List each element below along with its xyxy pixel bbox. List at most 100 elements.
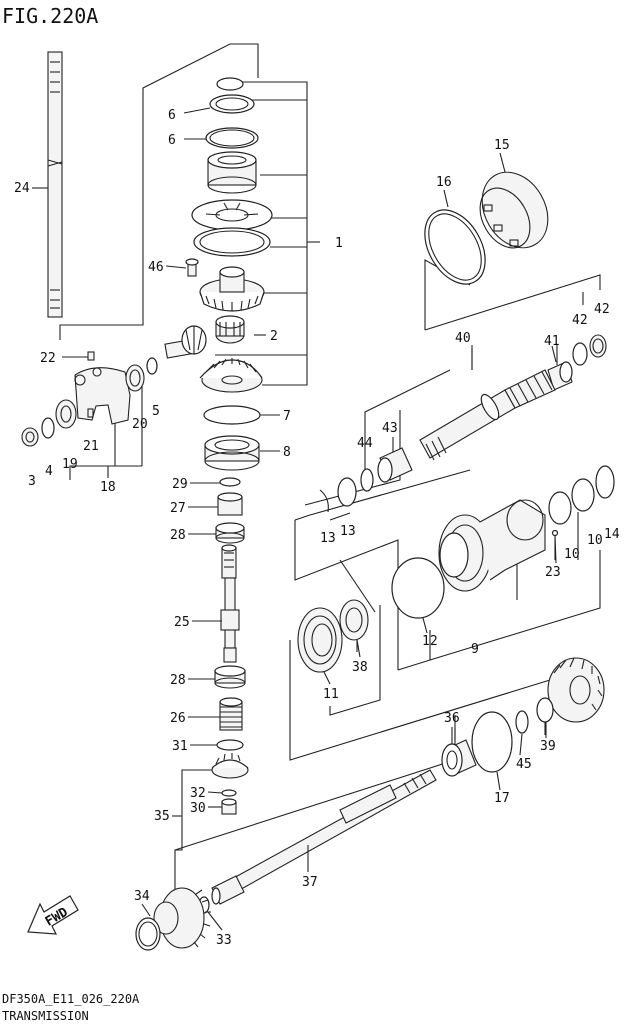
part-bearing-upper (207, 151, 257, 194)
part-14-ring (595, 465, 615, 499)
callout-42a: 42 (572, 313, 588, 328)
part-27-nut (217, 492, 243, 516)
callout-35: 35 (154, 809, 170, 824)
part-19-bearing (55, 399, 77, 429)
part-43-bushing (377, 447, 413, 483)
part-28-bearing-lower (214, 665, 246, 689)
fwd-arrow-icon: FWD (27, 895, 79, 935)
part-40-shaft (419, 369, 556, 461)
part-41-bearing (547, 361, 573, 391)
part-10-ring-b (571, 478, 595, 512)
part-5-washer (146, 357, 158, 375)
part-25-shaft (220, 544, 240, 663)
callout-11: 11 (323, 687, 339, 702)
callout-42b: 42 (594, 302, 610, 317)
part-21-pin (87, 408, 94, 418)
leader-lines (59, 43, 601, 905)
part-24-drive-shaft (47, 51, 63, 318)
callout-41: 41 (544, 334, 560, 349)
callout-20: 20 (132, 417, 148, 432)
callout-10a: 10 (564, 547, 580, 562)
part-32-ring (221, 789, 237, 797)
part-45-ring (515, 710, 529, 734)
footer-code: DF350A_E11_026_220A (2, 992, 140, 1006)
callout-9: 9 (471, 642, 479, 657)
callout-32: 32 (190, 786, 206, 801)
figure-title: FIG.220A (2, 4, 98, 28)
part-7-ring (203, 405, 261, 425)
callout-37: 37 (302, 875, 318, 890)
part-13-clip (319, 489, 329, 513)
part-13-ring-a (337, 477, 357, 507)
callout-26: 26 (170, 711, 186, 726)
callout-6a: 6 (168, 108, 176, 123)
part-38-seal (339, 599, 369, 641)
callout-7: 7 (283, 409, 291, 424)
callout-33: 33 (216, 933, 232, 948)
part-retainer (191, 199, 273, 257)
callout-1: 1 (335, 236, 343, 251)
callout-28b: 28 (170, 673, 186, 688)
callout-19: 19 (62, 457, 78, 472)
footer-name: TRANSMISSION (2, 1009, 89, 1023)
part-34-forward-gear (135, 887, 211, 951)
callout-10b: 10 (587, 533, 603, 548)
callout-16: 16 (436, 175, 452, 190)
callout-22: 22 (40, 351, 56, 366)
part-37-propeller-shaft (211, 769, 437, 905)
part-46-bolt (185, 258, 199, 277)
part-11-bearing (297, 607, 343, 673)
part-16-ring (424, 209, 486, 285)
part-2-pinion (215, 315, 245, 344)
callout-23: 23 (545, 565, 561, 580)
part-39-washer (536, 697, 554, 723)
callout-25: 25 (174, 615, 190, 630)
part-drive-pinion (164, 325, 207, 359)
label-leaders (32, 107, 557, 931)
part-18-shift-cam (74, 367, 131, 425)
callout-12: 12 (422, 634, 438, 649)
part-42-ring-b (589, 334, 607, 358)
part-22-pin (87, 351, 95, 361)
callout-2: 2 (270, 329, 278, 344)
part-30-collar (221, 798, 237, 815)
part-4-washer (41, 417, 55, 439)
callout-34: 34 (134, 889, 150, 904)
part-bevel-gear-right (547, 657, 605, 723)
callout-18: 18 (100, 480, 116, 495)
callout-15: 15 (494, 138, 510, 153)
part-44-ring (360, 468, 374, 492)
callout-29: 29 (172, 477, 188, 492)
part-26-spring (219, 697, 243, 731)
part-36-bearing (441, 739, 477, 777)
callout-17: 17 (494, 791, 510, 806)
part-6-shims (205, 77, 259, 149)
callout-13b: 13 (340, 524, 356, 539)
part-28-bearing-upper (215, 522, 245, 544)
callout-5: 5 (152, 404, 160, 419)
callout-27: 27 (170, 501, 186, 516)
callout-21: 21 (83, 439, 99, 454)
part-bevel-gear-upper (199, 266, 265, 312)
callout-46: 46 (148, 260, 164, 275)
callout-38: 38 (352, 660, 368, 675)
part-3-nut (21, 427, 39, 447)
part-15-sleeve (479, 171, 549, 249)
part-35-gear (211, 753, 249, 779)
callout-4: 4 (45, 464, 53, 479)
callout-14: 14 (604, 527, 620, 542)
part-20-bearing (125, 364, 145, 392)
callout-30: 30 (190, 801, 206, 816)
callout-44: 44 (357, 436, 373, 451)
callout-28a: 28 (170, 528, 186, 543)
part-bevel-gear-large (199, 358, 263, 393)
part-23-ball (551, 529, 559, 537)
callout-24: 24 (14, 181, 30, 196)
part-10-ring-a (548, 491, 572, 525)
part-8-bearing (204, 435, 260, 471)
part-9-gear-housing (438, 499, 546, 592)
part-17-oring (471, 711, 513, 773)
callout-36: 36 (444, 711, 460, 726)
